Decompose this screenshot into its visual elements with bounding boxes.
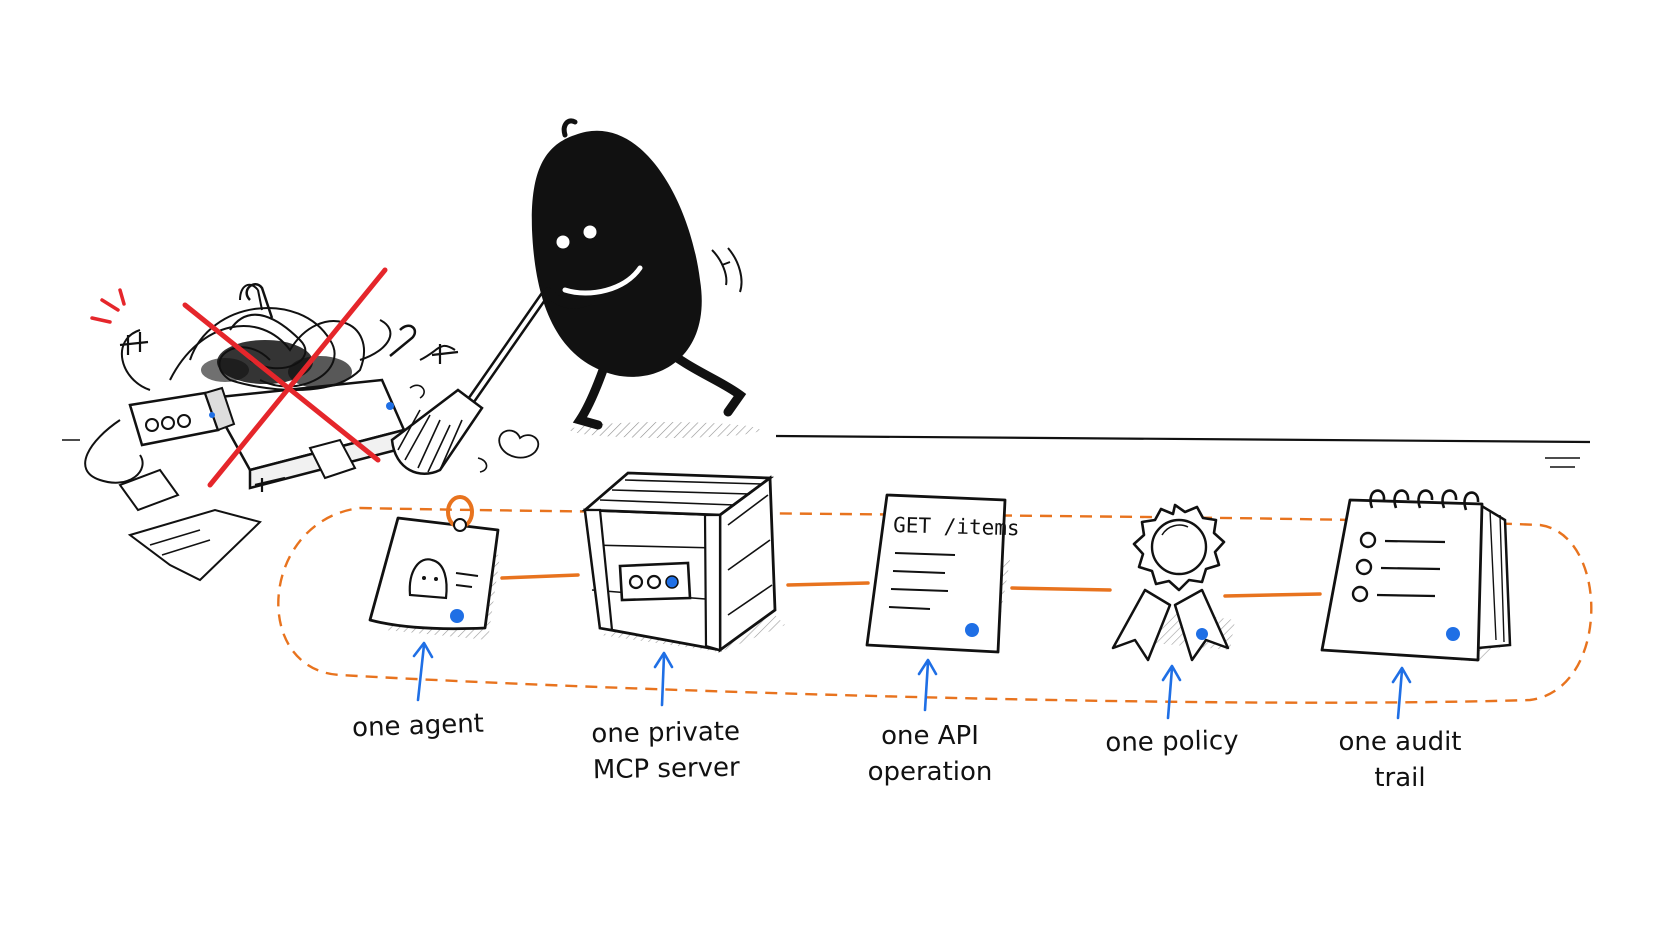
arrow-up-icon <box>917 658 938 712</box>
arrow-up-icon <box>653 651 674 707</box>
pipeline-connectors <box>500 573 1322 598</box>
step-label-audit-trail: one audit trail <box>1339 724 1462 796</box>
alert-marks <box>90 288 126 324</box>
step-label-line: MCP server <box>592 752 740 786</box>
arrow-up-icon <box>1161 664 1182 720</box>
document-request-text: GET /items <box>893 513 1020 540</box>
step-label-mcp-server: one private MCP server <box>591 714 741 789</box>
arrow-up-icon <box>412 641 434 702</box>
badge-icon <box>368 495 500 640</box>
step-label-line: one audit <box>1338 727 1462 757</box>
crate-icon <box>581 471 785 653</box>
step-label-agent: one agent <box>352 706 485 747</box>
step-label-line: one agent <box>351 708 485 744</box>
step-label-line: one private <box>591 716 741 750</box>
step-label-line: operation <box>867 757 993 787</box>
ribbon-icon <box>1111 503 1235 662</box>
pipeline-loop <box>277 506 1593 704</box>
notepad-icon <box>1320 489 1512 662</box>
red-x-icon <box>182 267 388 488</box>
ground-line <box>775 434 1591 444</box>
step-label-line: one policy <box>1105 725 1239 759</box>
document-icon: GET /items <box>865 493 1020 654</box>
arrow-up-icon <box>1391 666 1412 720</box>
step-label-api-operation: one API operation <box>868 718 993 790</box>
tangled-box-icon <box>84 283 459 582</box>
ground-dash <box>62 439 1580 468</box>
step-label-policy: one policy <box>1105 723 1239 761</box>
step-label-line: trail <box>1374 763 1426 793</box>
pointer-arrows <box>412 641 1412 720</box>
step-label-line: one API <box>881 721 979 751</box>
character-icon <box>390 118 760 475</box>
